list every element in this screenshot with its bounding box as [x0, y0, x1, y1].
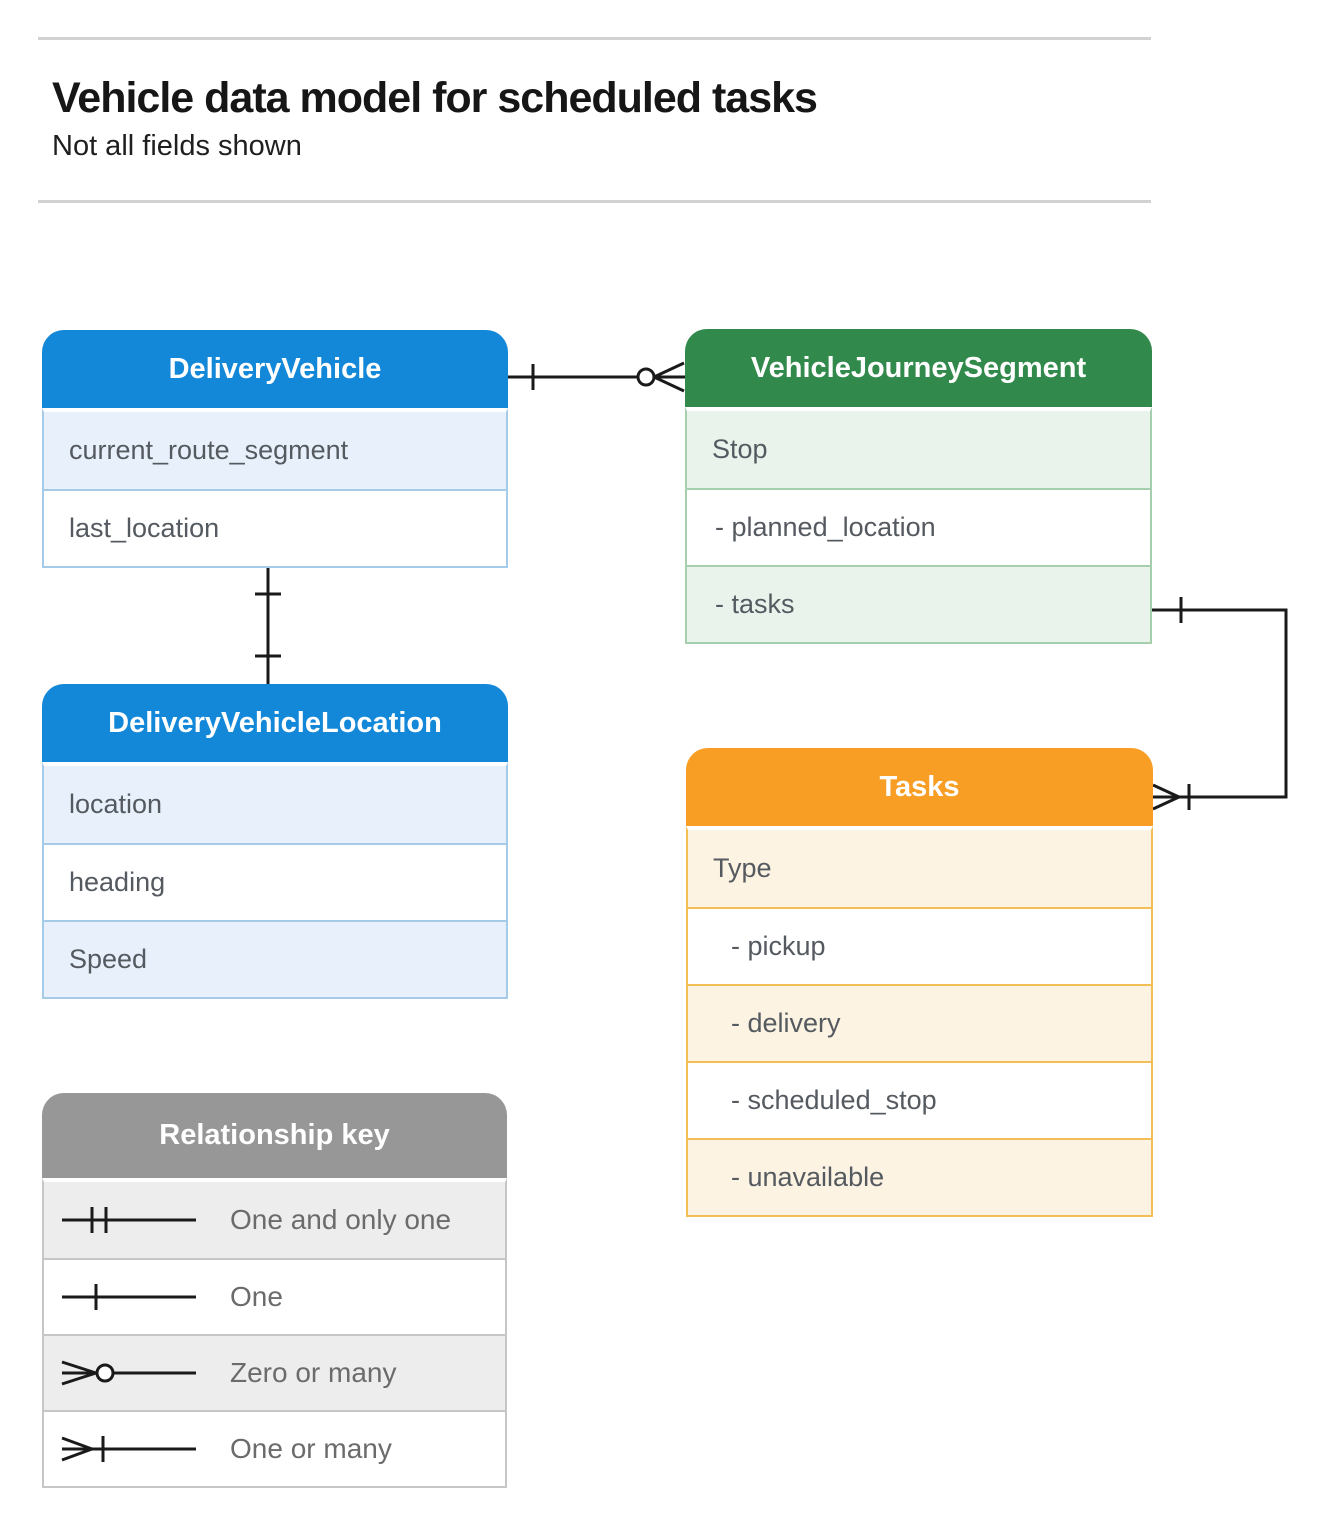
entity-tasks: Tasks Type - pickup - delivery - schedul… [686, 748, 1153, 1217]
field-pickup: - pickup [688, 907, 1151, 984]
connector-deliveryvehicle-journeysegment [508, 361, 685, 393]
legend-label: Zero or many [230, 1357, 397, 1388]
entity-header-delivery-vehicle-location: DeliveryVehicleLocation [42, 684, 508, 762]
one-and-only-one-icon [62, 1207, 196, 1233]
field-heading: heading [44, 843, 506, 920]
connector-journeysegment-tasks [1152, 597, 1288, 811]
legend-label: One and only one [230, 1204, 452, 1235]
entity-delivery-vehicle: DeliveryVehicle current_route_segment la… [42, 330, 508, 568]
field-delivery: - delivery [688, 984, 1151, 1061]
relationship-key: Relationship key One and only one One [42, 1093, 507, 1488]
legend-item-zero-or-many: Zero or many [44, 1334, 505, 1410]
field-tasks: - tasks [687, 565, 1150, 642]
legend-item-one-and-only-one: One and only one [44, 1182, 505, 1258]
field-speed: Speed [44, 920, 506, 997]
field-type: Type [688, 830, 1151, 907]
field-stop: Stop [687, 411, 1150, 488]
zero-or-many-icon [636, 361, 685, 393]
field-location: location [44, 766, 506, 843]
entity-header-vehicle-journey-segment: VehicleJourneySegment [685, 329, 1152, 407]
entity-header-tasks: Tasks [686, 748, 1153, 826]
entity-body: Stop - planned_location - tasks [685, 407, 1152, 644]
one-icon [62, 1284, 196, 1310]
one-or-many-icon [1152, 783, 1191, 811]
page-title: Vehicle data model for scheduled tasks [52, 74, 818, 122]
entity-body: Type - pickup - delivery - scheduled_sto… [686, 826, 1153, 1217]
legend-label: One [230, 1281, 283, 1312]
field-planned-location: - planned_location [687, 488, 1150, 565]
legend-item-one: One [44, 1258, 505, 1334]
header-divider [38, 200, 1151, 203]
one-or-many-icon [61, 1436, 196, 1462]
entity-vehicle-journey-segment: VehicleJourneySegment Stop - planned_loc… [685, 329, 1152, 644]
entity-delivery-vehicle-location: DeliveryVehicleLocation location heading… [42, 684, 508, 999]
field-scheduled-stop: - scheduled_stop [688, 1061, 1151, 1138]
connector-deliveryvehicle-location [255, 568, 281, 684]
page-subtitle: Not all fields shown [52, 130, 302, 162]
entity-body: location heading Speed [42, 762, 508, 999]
zero-or-many-icon [61, 1360, 196, 1386]
entity-body: One and only one One Zero or many [42, 1178, 507, 1488]
entity-header-delivery-vehicle: DeliveryVehicle [42, 330, 508, 408]
legend-label: One or many [230, 1433, 392, 1464]
entity-body: current_route_segment last_location [42, 408, 508, 568]
relationship-key-title: Relationship key [42, 1093, 507, 1178]
field-unavailable: - unavailable [688, 1138, 1151, 1215]
field-last-location: last_location [44, 489, 506, 566]
field-current-route-segment: current_route_segment [44, 412, 506, 489]
top-divider [38, 37, 1151, 40]
legend-item-one-or-many: One or many [44, 1410, 505, 1486]
